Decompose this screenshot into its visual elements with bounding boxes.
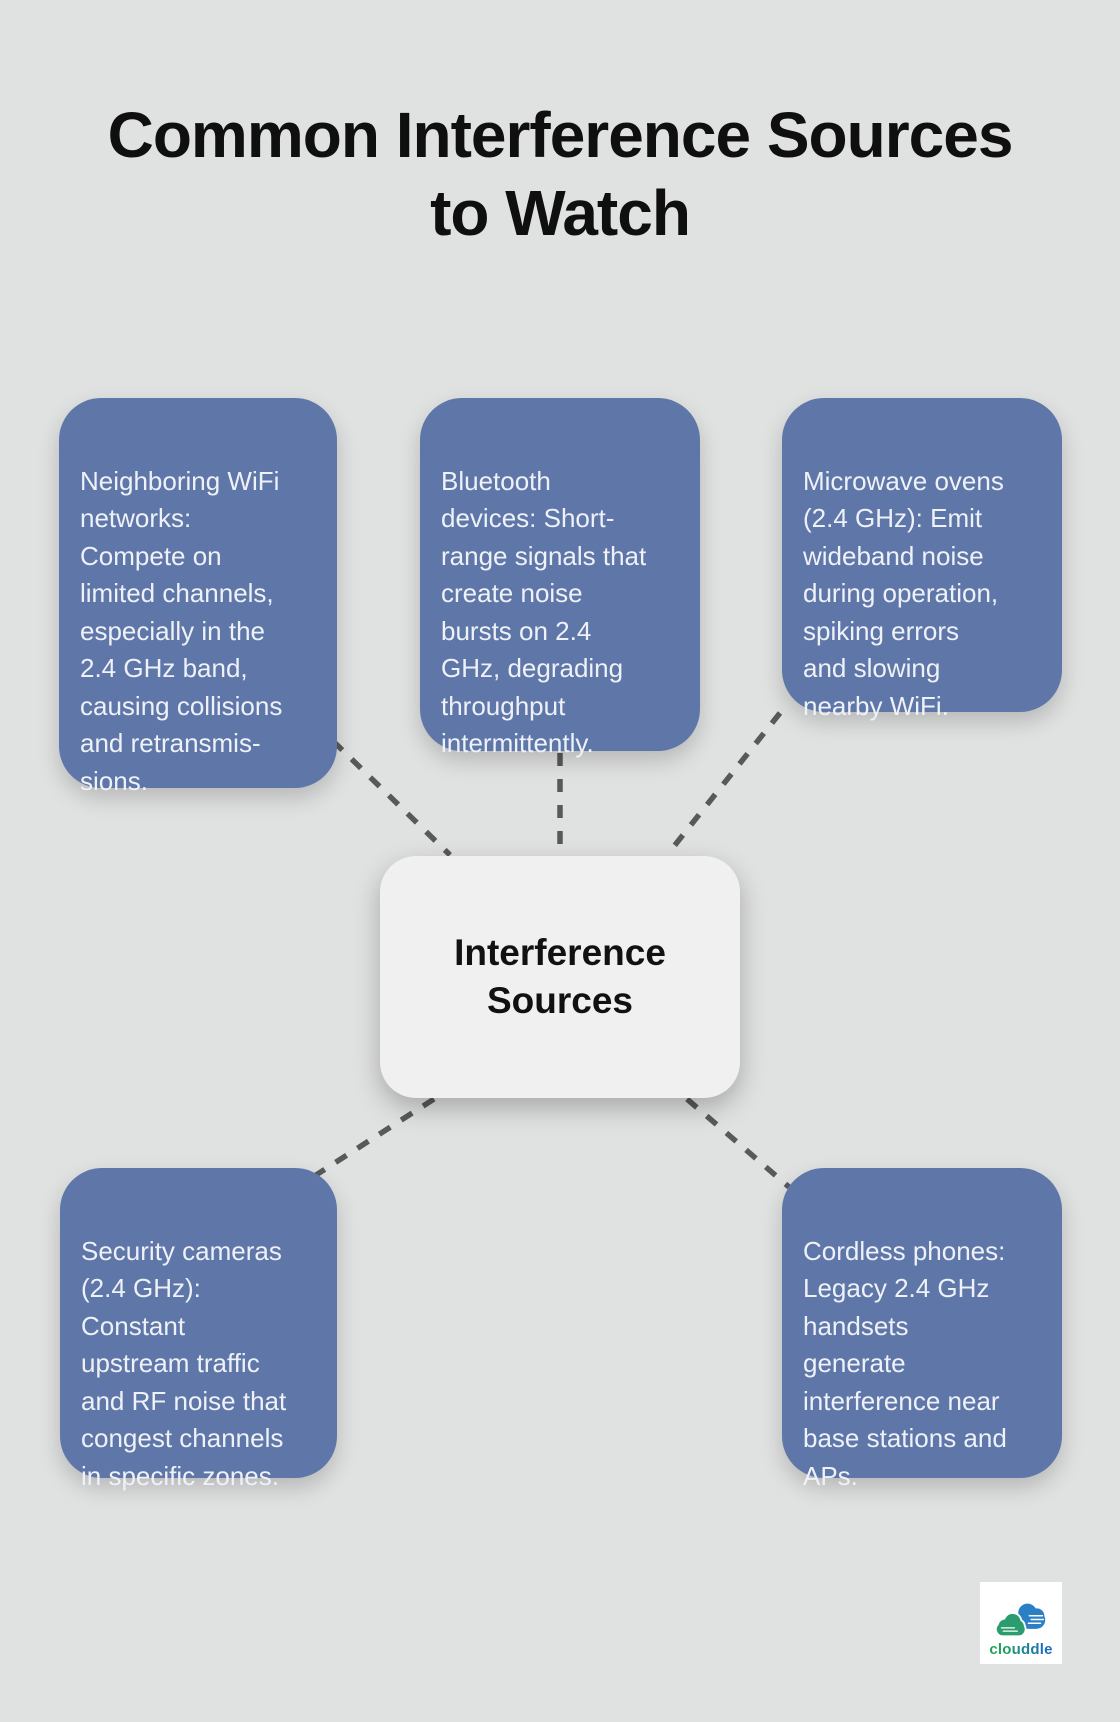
center-node-interference-sources: Interference Sources	[380, 856, 740, 1098]
source-node-security-cameras: Security cameras (2.4 GHz): Constant ups…	[60, 1168, 337, 1491]
connector-cordless-line	[685, 1096, 791, 1190]
source-node-cordless-phones: Cordless phones: Legacy 2.4 GHz handsets…	[782, 1168, 1062, 1491]
source-node-neighboring-wifi: Neighboring WiFi networks: Compete on li…	[59, 398, 337, 796]
center-node-label: Interference Sources	[454, 932, 666, 1021]
source-node-security-cameras-text: Security cameras (2.4 GHz): Constant ups…	[81, 1235, 287, 1491]
source-node-cordless-phones-text: Cordless phones: Legacy 2.4 GHz handsets…	[803, 1235, 1007, 1491]
source-node-microwave-ovens-text: Microwave ovens (2.4 GHz): Emit wideband…	[803, 465, 1004, 721]
clouddle-cloud-icon	[994, 1603, 1046, 1638]
source-node-bluetooth-devices-text: Bluetooth devices: Short- range signals …	[441, 465, 647, 759]
connector-cameras-line	[314, 1096, 436, 1178]
page-title: Common Interference Sources to Watch	[107, 99, 1014, 249]
clouddle-brand-text: clouddle	[989, 1641, 1053, 1658]
source-node-neighboring-wifi-text: Neighboring WiFi networks: Compete on li…	[80, 465, 283, 796]
source-node-microwave-ovens: Microwave ovens (2.4 GHz): Emit wideband…	[782, 398, 1062, 721]
connector-wifi-line	[331, 739, 452, 857]
source-node-bluetooth-devices: Bluetooth devices: Short- range signals …	[420, 398, 700, 758]
clouddle-logo: clouddle	[980, 1582, 1062, 1664]
